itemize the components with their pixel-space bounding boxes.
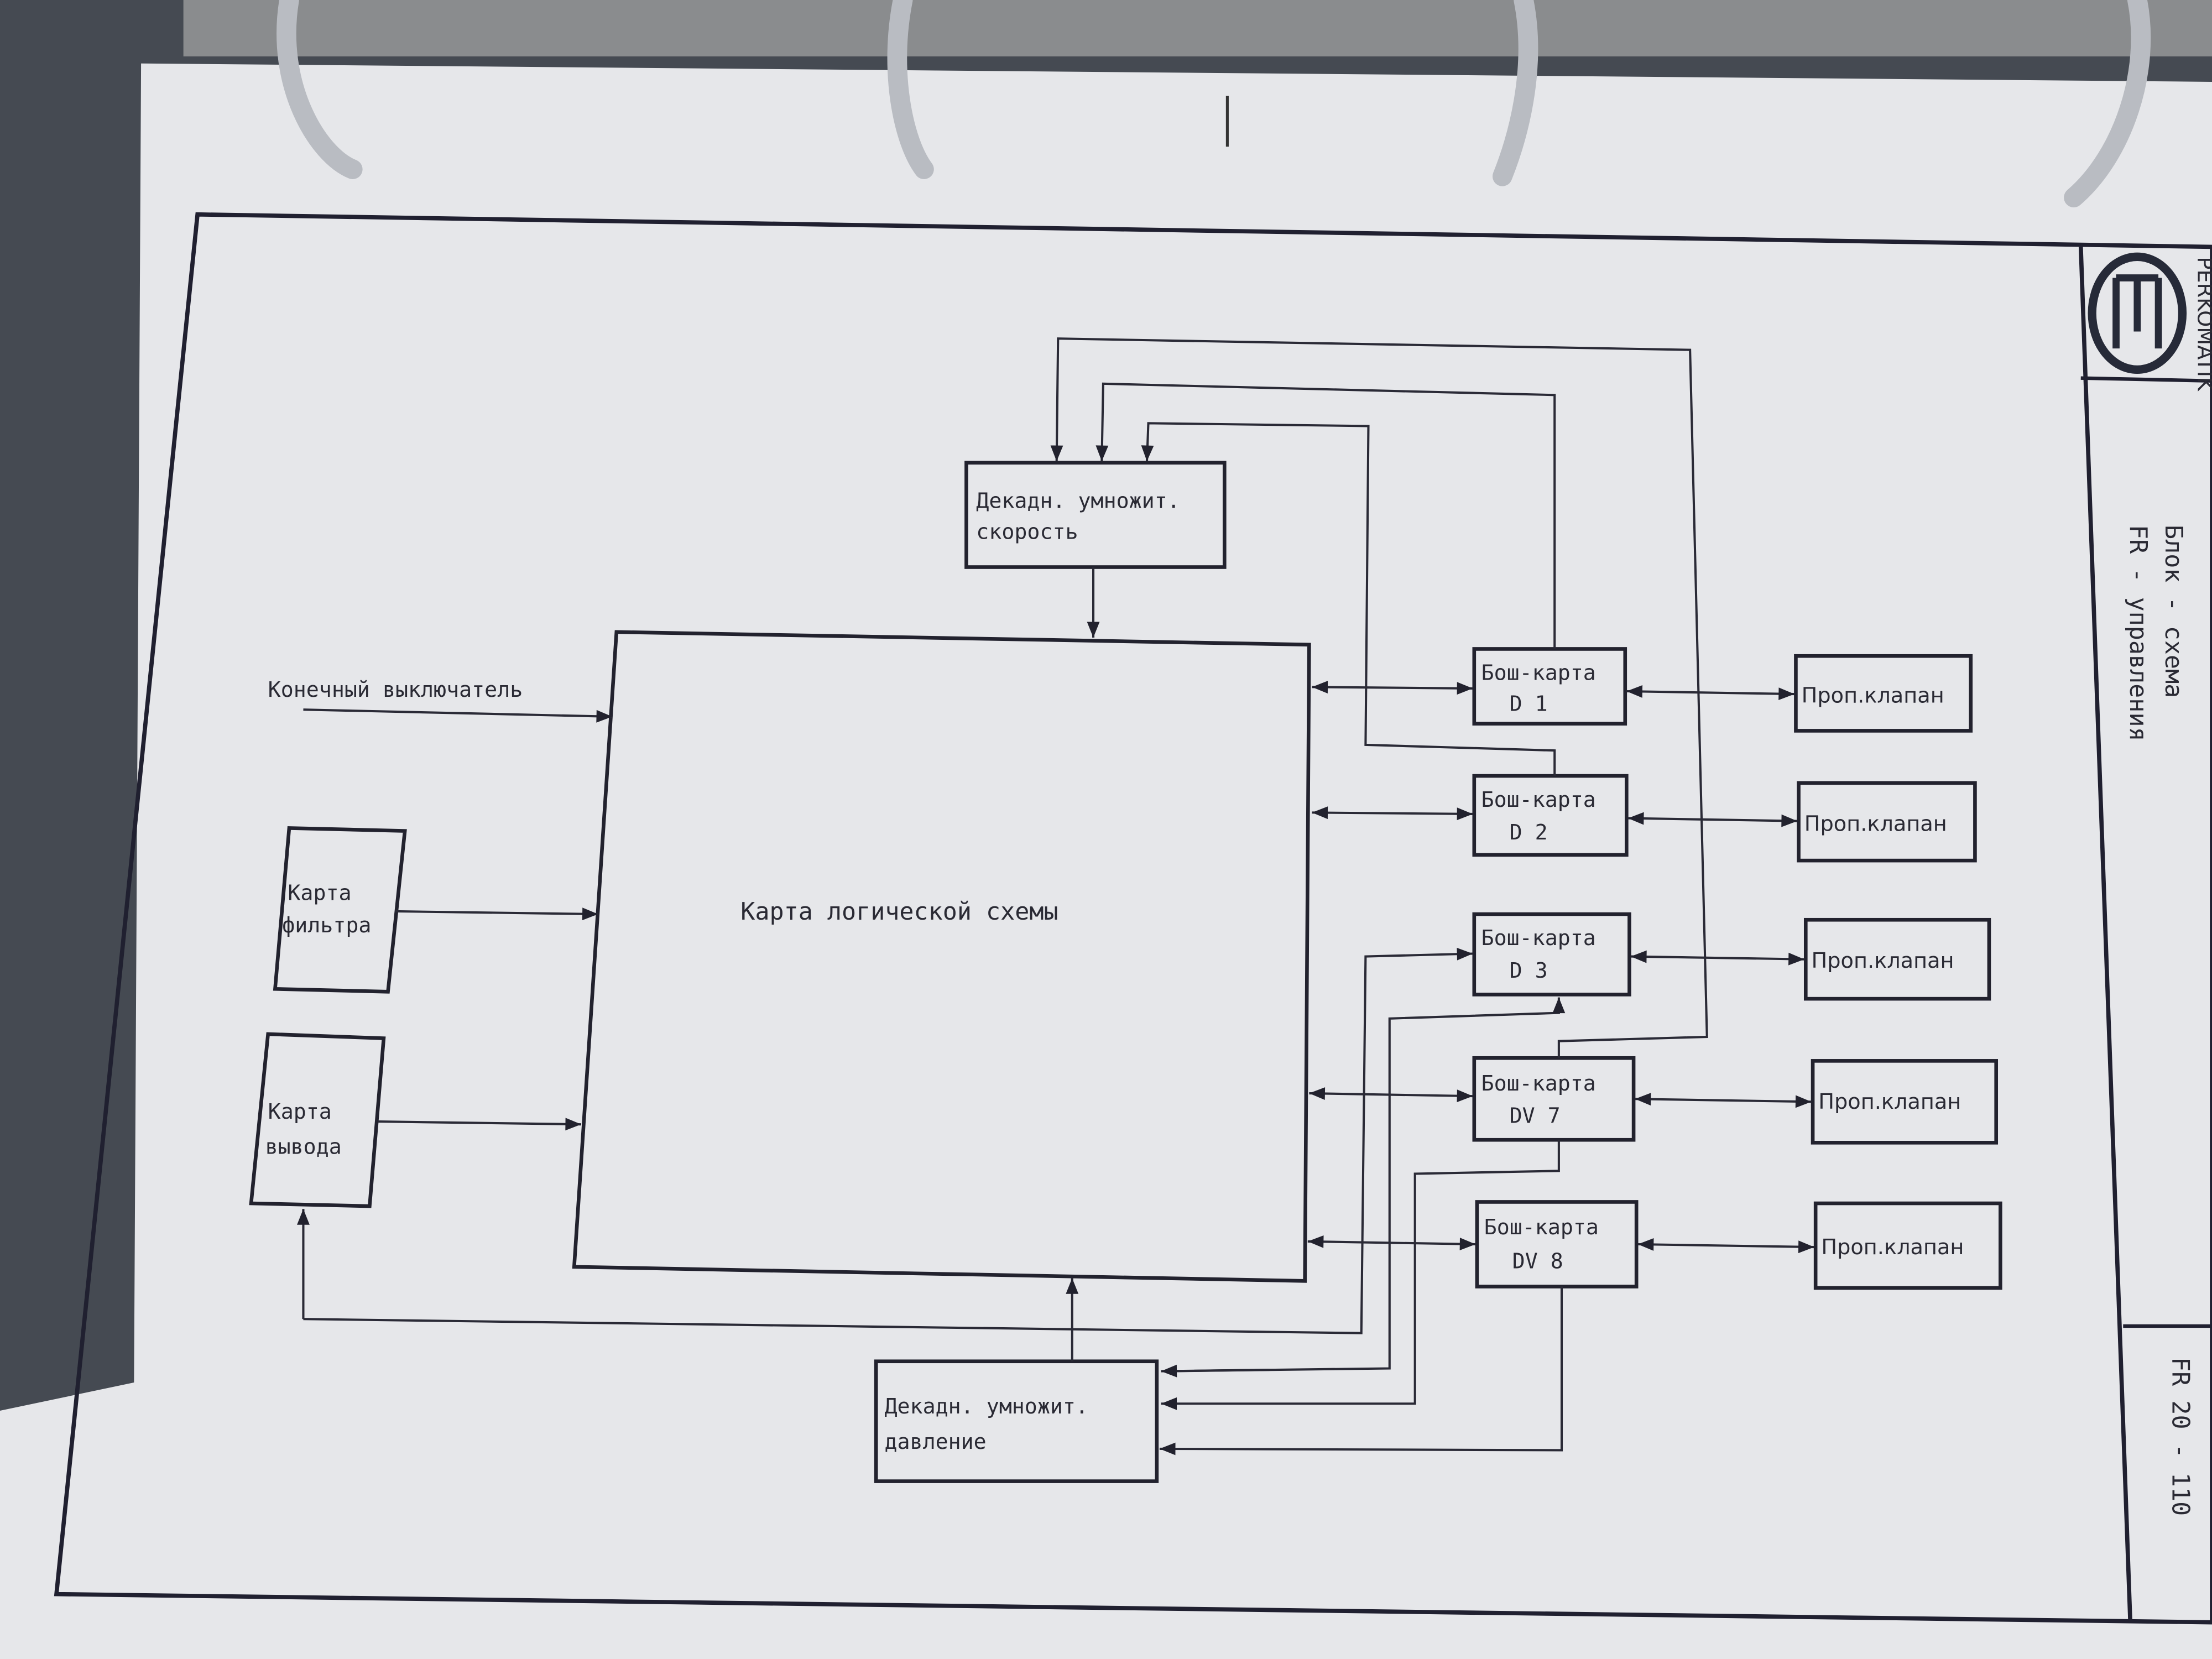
binder-rings xyxy=(276,0,2151,207)
valve-label: Проп.клапан xyxy=(1821,1235,1964,1260)
d1-to-speed-line xyxy=(1095,382,1556,649)
paper-page xyxy=(0,63,2212,1659)
page-stack xyxy=(183,0,2212,57)
pressure-multiplier-box xyxy=(874,1359,1159,1483)
speed-multiplier-label-1: Декадн. умножит. xyxy=(976,488,1180,513)
bosch-card-d3: Бош-карта D 3 xyxy=(1472,912,1631,997)
binder-ring xyxy=(276,0,363,179)
d2-to-speed-line xyxy=(1141,422,1556,776)
bosch-card-id: D 1 xyxy=(1510,692,1548,717)
bosch-card-d1: Бош-карта D 1 xyxy=(1472,647,1627,726)
bosch-card-label: Бош-карта xyxy=(1481,787,1596,812)
logic-dv7-link xyxy=(1309,1087,1473,1103)
output-card-box xyxy=(249,1032,386,1208)
pressure-multiplier-label-2: давление xyxy=(884,1430,986,1454)
limit-switch-arrow xyxy=(303,708,613,723)
bosch-card-id: D 2 xyxy=(1510,820,1548,845)
logo-text: PERKOMATIK xyxy=(2192,257,2212,392)
bosch-card-d2: Бош-карта D 2 xyxy=(1472,774,1629,857)
output-card-label-1: Карта xyxy=(268,1099,332,1124)
title-line-1: Блок - схема xyxy=(2159,525,2187,698)
pressure-multiplier-label-1: Декадн. умножит. xyxy=(884,1394,1088,1419)
dv7-to-speed-line xyxy=(1050,337,1708,1058)
filter-card-label-1: Карта xyxy=(288,881,351,906)
bosch-card-id: D 3 xyxy=(1510,958,1548,983)
logic-d1-link xyxy=(1312,681,1473,695)
d3-to-pressure-arrow xyxy=(1161,1364,1270,1378)
logic-d2-link xyxy=(1312,806,1473,821)
filter-card-box xyxy=(273,826,407,994)
bosch-card-id: DV 8 xyxy=(1512,1249,1563,1274)
d1-valve-link xyxy=(1626,685,1794,701)
d3-valve-link xyxy=(1630,950,1804,966)
document-number: FR 20 - 110 xyxy=(2167,1357,2194,1516)
limit-switch-label: Конечный выключатель xyxy=(268,677,523,702)
dv7-valve-link xyxy=(1635,1093,1812,1108)
dv8-valve-link xyxy=(1637,1238,1814,1254)
bosch-card-label: Бош-карта xyxy=(1481,661,1596,686)
prop-valve-5: Проп.клапан xyxy=(1813,1201,2002,1290)
logo-divider xyxy=(2080,376,2212,383)
valve-label: Проп.клапан xyxy=(1802,683,1944,708)
bosch-card-id: DV 7 xyxy=(1510,1104,1561,1129)
output-to-logic-arrow xyxy=(378,1118,582,1131)
dv8-to-pressure-line xyxy=(1159,1286,1563,1455)
logic-card-box xyxy=(572,630,1311,1283)
prop-valve-4: Проп.клапан xyxy=(1811,1059,1999,1145)
filter-to-logic-arrow xyxy=(395,907,598,921)
logic-dv8-link xyxy=(1307,1235,1476,1250)
binder-ring xyxy=(1492,0,1538,186)
d2-valve-link xyxy=(1627,812,1798,827)
bosch-card-dv7: Бош-карта DV 7 xyxy=(1472,1056,1636,1142)
dv7-to-pressure-line xyxy=(1161,1140,1560,1410)
prop-valve-1: Проп.клапан xyxy=(1794,654,1973,733)
d3-pressure-line xyxy=(1164,997,1566,1373)
bosch-card-dv8: Бош-карта DV 8 xyxy=(1475,1200,1639,1288)
title-block-divider xyxy=(2078,247,2132,1620)
drawing-frame xyxy=(54,212,2212,1625)
valve-label: Проп.клапан xyxy=(1804,812,1947,837)
bosch-card-label: Бош-карта xyxy=(1481,1071,1596,1096)
filter-card-label-2: фильтра xyxy=(282,913,371,938)
output-card-label-2: вывода xyxy=(265,1135,342,1160)
logic-card-label: Карта логической схемы xyxy=(740,898,1058,926)
bosch-card-label: Бош-карта xyxy=(1481,926,1596,951)
company-logo: PERKOMATIK xyxy=(2088,252,2212,392)
output-to-d3-line xyxy=(303,947,1473,1334)
prop-valve-2: Проп.клапан xyxy=(1797,781,1977,863)
prop-valve-3: Проп.клапан xyxy=(1803,917,1991,1001)
valve-label: Проп.клапан xyxy=(1818,1089,1961,1114)
speed-multiplier-box xyxy=(964,461,1227,569)
binder-ring xyxy=(887,0,934,179)
bosch-card-label: Бош-карта xyxy=(1484,1215,1599,1240)
valve-label: Проп.клапан xyxy=(1812,948,1954,973)
title-line-2: FR - управления xyxy=(2124,525,2152,742)
binder-ring xyxy=(2064,0,2151,207)
speed-multiplier-label-2: скорость xyxy=(976,519,1078,544)
